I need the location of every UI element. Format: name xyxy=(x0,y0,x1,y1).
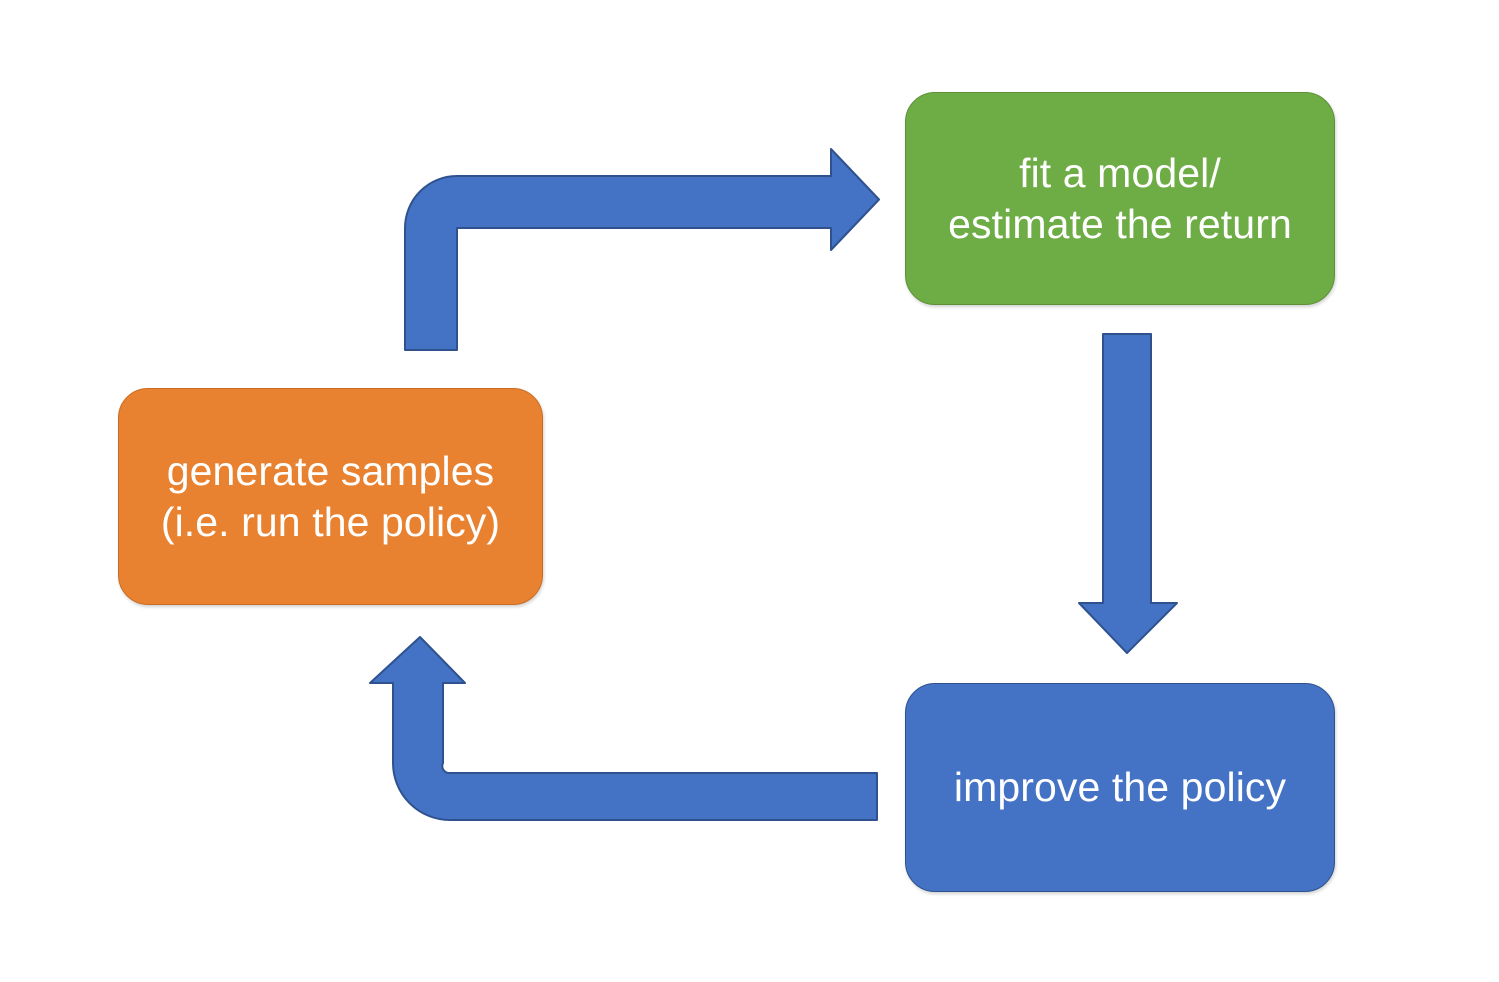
arrow-improve-to-samples-icon xyxy=(369,636,878,821)
node-generate-samples[interactable]: generate samples (i.e. run the policy) xyxy=(118,388,543,605)
node-generate-samples-label: generate samples (i.e. run the policy) xyxy=(160,448,501,545)
arrow-fit-to-improve-icon xyxy=(1078,333,1178,654)
arrow-samples-to-fit-icon xyxy=(404,148,880,351)
node-improve-policy-label: improve the policy xyxy=(953,764,1287,811)
node-fit-model-label: fit a model/ estimate the return xyxy=(948,150,1292,247)
node-improve-policy[interactable]: improve the policy xyxy=(905,683,1335,892)
node-fit-model[interactable]: fit a model/ estimate the return xyxy=(905,92,1335,305)
